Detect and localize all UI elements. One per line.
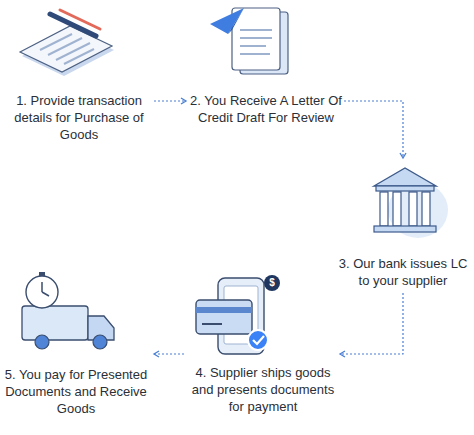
step-node: 5. You pay for Presented Documents and R… (4, 268, 148, 417)
bank-icon (374, 168, 448, 238)
step-node: 3. Our bank issues LC to your supplier (336, 160, 470, 289)
coin-symbol: $ (266, 277, 278, 289)
step-label: 1. Provide transaction details for Purch… (6, 92, 152, 143)
clipboard-icon (20, 10, 114, 76)
payment-icon (196, 275, 280, 354)
document-icon (210, 8, 288, 74)
step-node: 2. You Receive A Letter Of Credit Draft … (190, 0, 342, 126)
step-node: 1. Provide transaction details for Purch… (6, 2, 152, 143)
step-label: 3. Our bank issues LC to your supplier (336, 255, 470, 289)
flow-arrow (344, 101, 403, 158)
step-label: 5. You pay for Presented Documents and R… (4, 366, 148, 417)
flow-arrow (154, 100, 186, 101)
truck-icon (22, 272, 114, 349)
step-label: 4. Supplier ships goods and presents doc… (188, 364, 338, 415)
flow-arrow (340, 293, 403, 354)
step-node: 4. Supplier ships goods and presents doc… (188, 268, 338, 415)
step-label: 2. You Receive A Letter Of Credit Draft … (190, 92, 342, 126)
flow-arrow (154, 353, 184, 354)
